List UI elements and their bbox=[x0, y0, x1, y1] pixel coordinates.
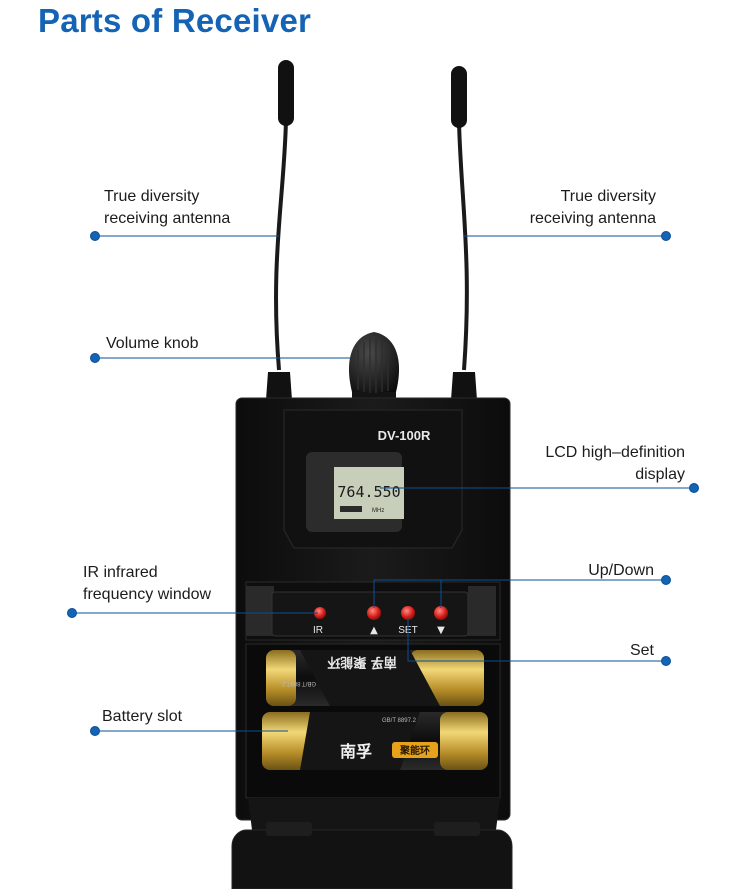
lcd-unit: MHz bbox=[372, 508, 384, 514]
battery-bottom-brand: 南孚 bbox=[340, 742, 372, 761]
antenna-right bbox=[451, 66, 477, 400]
up-arrow-icon: ▲ bbox=[370, 625, 378, 636]
label-antenna-right-line1: True diversity bbox=[560, 188, 656, 205]
label-antenna-right: True diversity receiving antenna bbox=[530, 186, 656, 230]
label-ir: IR infrared frequency window bbox=[83, 562, 211, 606]
page-title: Parts of Receiver bbox=[38, 2, 312, 39]
dot-antenna-right bbox=[661, 231, 671, 241]
battery-top-brand: 南孚 聚能环 bbox=[327, 654, 397, 670]
label-antenna-left-line1: True diversity bbox=[104, 188, 200, 205]
leader-set bbox=[407, 618, 666, 662]
label-lcd: LCD high–definition display bbox=[545, 442, 685, 486]
label-lcd-line1: LCD high–definition bbox=[545, 444, 685, 461]
dot-volume bbox=[90, 353, 100, 363]
label-antenna-right-line2: receiving antenna bbox=[529, 210, 656, 227]
lcd-frequency: 764.550 bbox=[337, 483, 400, 501]
up-button[interactable] bbox=[367, 606, 381, 620]
dot-up-down bbox=[661, 575, 671, 585]
antenna-left bbox=[266, 60, 294, 400]
label-volume-knob: Volume knob bbox=[106, 335, 199, 352]
label-ir-line1: IR infrared bbox=[83, 564, 158, 581]
volume-knob bbox=[348, 332, 400, 400]
battery-bottom-code: GB/T 8897.2 bbox=[382, 718, 417, 724]
label-antenna-left: True diversity receiving antenna bbox=[104, 186, 230, 230]
battery-top-code: GB/T 8897.2 bbox=[281, 680, 316, 686]
model-label: DV-100R bbox=[378, 428, 431, 443]
set-button[interactable] bbox=[401, 606, 415, 620]
label-ir-line2: frequency window bbox=[83, 586, 212, 603]
label-set: Set bbox=[629, 642, 654, 659]
dot-lcd bbox=[689, 483, 699, 493]
label-antenna-left-line2: receiving antenna bbox=[104, 210, 231, 227]
dot-set bbox=[661, 656, 671, 666]
dot-ir bbox=[67, 608, 77, 618]
label-up-down: Up/Down bbox=[588, 562, 654, 579]
down-arrow-icon: ▼ bbox=[437, 625, 445, 636]
leader-up-down bbox=[373, 579, 666, 608]
lcd-display: 764.550 MHz bbox=[306, 452, 404, 532]
ir-window bbox=[314, 607, 326, 619]
label-battery-slot: Battery slot bbox=[102, 708, 183, 725]
ir-text: IR bbox=[313, 625, 323, 636]
battery-bottom-ring: 聚能环 bbox=[399, 744, 430, 757]
belt-clip bbox=[231, 798, 513, 889]
label-lcd-line2: display bbox=[635, 466, 685, 483]
dot-antenna-left bbox=[90, 231, 100, 241]
battery-slot: 南孚 聚能环 GB/T 8897.2 GB/T 8897.2 南孚 聚能环 bbox=[245, 643, 501, 799]
down-button[interactable] bbox=[434, 606, 448, 620]
dot-battery bbox=[90, 726, 100, 736]
